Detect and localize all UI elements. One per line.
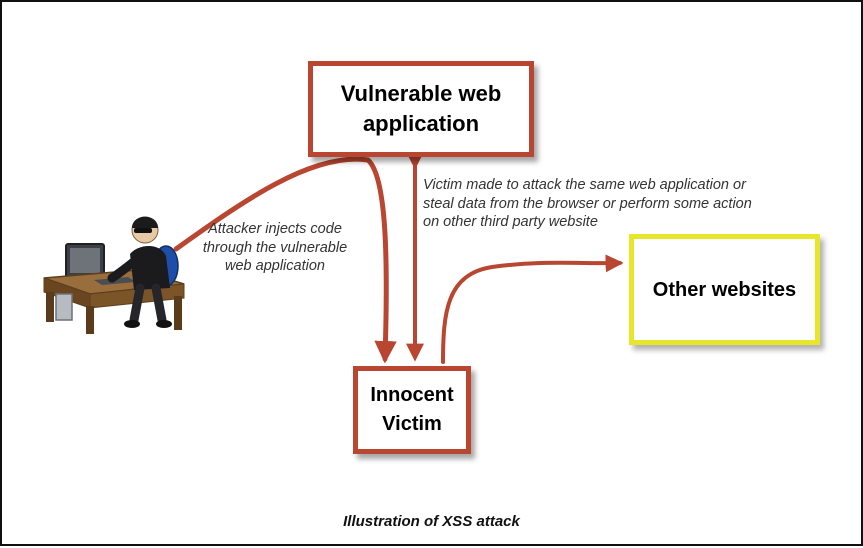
attacker-injects-annotation: Attacker injects code through the vulner… — [202, 221, 348, 274]
other-websites-box: Other websites — [629, 234, 820, 345]
vulnerable-web-application-label: Vulnerable web application — [340, 81, 502, 136]
innocent-victim-box: Innocent Victim — [353, 366, 471, 454]
arrow-victim-to-other-websites — [441, 254, 624, 364]
victim-attack-annotation: Victim made to attack the same web appli… — [423, 177, 752, 230]
innocent-victim-label: Innocent Victim — [370, 384, 454, 435]
vulnerable-web-application-box: Vulnerable web application — [308, 61, 534, 157]
hacker-at-computer-icon — [43, 216, 185, 334]
arrow-attacker-to-victim — [173, 156, 397, 364]
diagram-caption: Illustration of XSS attack — [343, 513, 520, 530]
other-websites-label: Other websites — [652, 278, 797, 301]
